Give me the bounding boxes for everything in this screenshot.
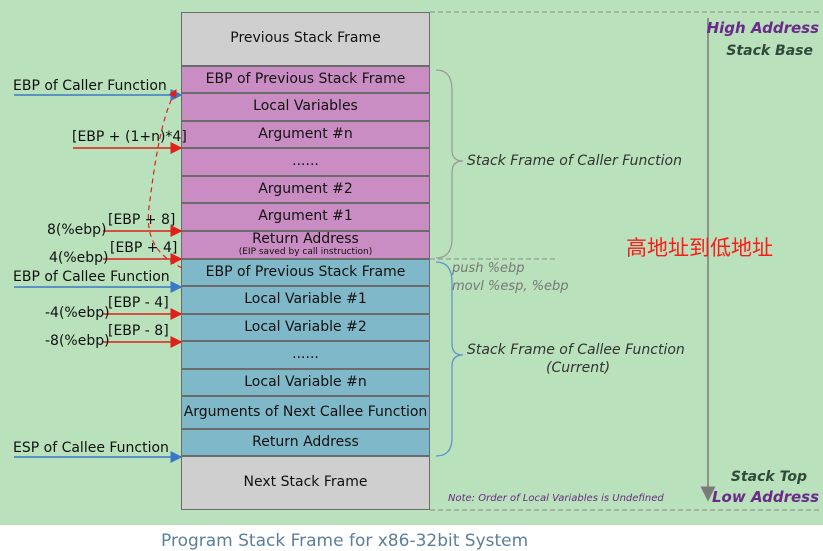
cell-local-variable-ellipsis: ......: [181, 341, 430, 369]
label-ebp-plus-4-reg: 4(%ebp): [49, 250, 109, 266]
saved-ebp-link-arrow: [147, 88, 183, 269]
cell-argument-n: Argument #n: [181, 121, 430, 148]
diagram-connectors: [14, 11, 820, 511]
cell-label: ......: [292, 153, 319, 170]
local-variable-order-note: Note: Order of Local Variables is Undefi…: [448, 493, 664, 504]
cell-caller-return-address: Return Address(EIP saved by call instruc…: [181, 231, 430, 259]
cell-argument-1: Argument #1: [181, 203, 430, 231]
label-ebp-plus-8: [EBP + 8]: [108, 212, 176, 228]
cell-callee-return-address: Return Address: [181, 429, 430, 456]
cell-previous-stack-frame: Previous Stack Frame: [181, 12, 430, 66]
address-direction-annotation: 高地址到低地址: [626, 236, 773, 260]
callee-frame-label: Stack Frame of Callee Function: [467, 342, 685, 358]
diagram-title: Program Stack Frame for x86-32bit System: [161, 531, 529, 551]
cell-next-stack-frame: Next Stack Frame: [181, 456, 430, 510]
cell-argument-2: Argument #2: [181, 176, 430, 203]
cell-label: Local Variable #n: [244, 373, 367, 390]
diagram-panel: Previous Stack Frame EBP of Previous Sta…: [0, 0, 823, 525]
label-ebp-minus-4-reg: -4(%ebp): [45, 305, 110, 321]
diagram-caption: Program Stack Frame for x86-32bit System: [0, 531, 823, 551]
label-ebp-callee: EBP of Callee Function: [13, 269, 170, 285]
cell-label: EBP of Previous Stack Frame: [205, 70, 406, 87]
label-ebp-minus-4: [EBP - 4]: [108, 295, 169, 311]
cell-next-callee-arguments: Arguments of Next Callee Function: [181, 396, 430, 429]
caller-frame-label: Stack Frame of Caller Function: [467, 153, 682, 169]
label-ebp-minus-8-reg: -8(%ebp): [45, 333, 110, 349]
cell-callee-saved-ebp: EBP of Previous Stack Frame: [181, 259, 430, 286]
label-ebp-minus-8: [EBP - 8]: [108, 323, 169, 339]
cell-label: Previous Stack Frame: [230, 30, 381, 47]
cell-label: Argument #n: [258, 125, 353, 142]
cell-label: Argument #2: [258, 180, 353, 197]
cell-label: Next Stack Frame: [243, 474, 368, 491]
callee-frame-current-label: (Current): [546, 360, 611, 376]
label-ebp-n: [EBP + (1+n)*4]: [72, 129, 187, 145]
cell-label: Argument #1: [258, 208, 353, 225]
cell-local-variable-n: Local Variable #n: [181, 369, 430, 396]
cell-local-variable-1: Local Variable #1: [181, 286, 430, 314]
label-ebp-plus-4: [EBP + 4]: [110, 240, 178, 256]
cell-label: Return Address: [252, 230, 359, 247]
cell-sublabel: (EIP saved by call instruction): [238, 247, 373, 258]
cell-caller-saved-ebp: EBP of Previous Stack Frame: [181, 66, 430, 93]
cell-caller-local-variables: Local Variables: [181, 93, 430, 121]
cell-label: Return Address: [252, 433, 359, 450]
instruction-movl-esp-ebp: movl %esp, %ebp: [452, 279, 569, 294]
label-ebp-caller: EBP of Caller Function: [13, 78, 167, 94]
cell-label: Local Variables: [253, 98, 358, 115]
high-address-label: High Address: [706, 19, 819, 37]
instruction-push-ebp: push %ebp: [452, 261, 525, 276]
caller-frame-brace: [435, 69, 464, 259]
cell-label: EBP of Previous Stack Frame: [205, 263, 406, 280]
cell-label: Arguments of Next Callee Function: [183, 403, 428, 420]
cell-label: Local Variable #1: [244, 291, 367, 308]
stack-base-label: Stack Base: [726, 43, 813, 59]
low-address-label: Low Address: [712, 488, 819, 506]
callee-frame-brace: [435, 261, 464, 457]
cell-local-variable-2: Local Variable #2: [181, 314, 430, 341]
label-esp-callee: ESP of Callee Function: [13, 440, 169, 456]
stack-top-label: Stack Top: [730, 469, 807, 485]
cell-label: Local Variable #2: [244, 318, 367, 335]
label-ebp-plus-8-reg: 8(%ebp): [47, 222, 107, 238]
cell-argument-ellipsis: ......: [181, 148, 430, 176]
cell-label: ......: [292, 346, 319, 363]
